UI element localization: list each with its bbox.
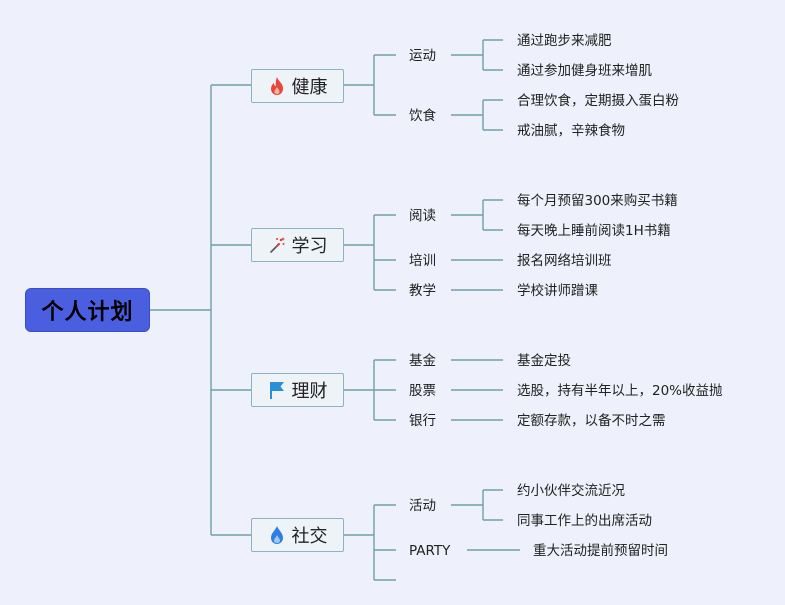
root-label: 个人计划	[41, 300, 134, 325]
leaf-node[interactable]: 约小伙伴交流近况	[517, 483, 625, 499]
leaf-node[interactable]: 基金定投	[517, 353, 571, 369]
leaf-node[interactable]: 定额存款，以备不时之需	[517, 413, 666, 429]
sub-topic-fund[interactable]: 基金	[409, 353, 436, 369]
sub-topic-activity[interactable]: 活动	[409, 498, 436, 514]
sub-topic-reading[interactable]: 阅读	[409, 208, 436, 224]
water-drop-icon	[268, 525, 286, 545]
sub-topic-bank[interactable]: 银行	[409, 413, 436, 429]
fire-icon	[268, 76, 286, 96]
leaf-node[interactable]: 通过参加健身班来增肌	[517, 63, 652, 79]
branch-label: 社交	[291, 526, 328, 547]
leaf-node[interactable]: 合理饮食，定期摄入蛋白粉	[517, 93, 679, 109]
branch-social[interactable]: 社交	[251, 518, 344, 552]
leaf-node[interactable]: 通过跑步来减肥	[517, 33, 612, 49]
root-node[interactable]: 个人计划	[25, 288, 150, 332]
sub-topic-exercise[interactable]: 运动	[409, 48, 436, 64]
branch-study[interactable]: 学习	[251, 228, 344, 262]
sub-topic-training[interactable]: 培训	[409, 253, 436, 269]
sub-topic-teaching[interactable]: 教学	[409, 283, 436, 299]
leaf-node[interactable]: 每个月预留300来购买书籍	[517, 193, 678, 209]
magic-wand-icon	[268, 235, 286, 255]
leaf-node[interactable]: 重大活动提前预留时间	[533, 543, 668, 559]
branch-label: 学习	[291, 236, 328, 257]
branch-health[interactable]: 健康	[251, 69, 344, 103]
sub-topic-stock[interactable]: 股票	[409, 383, 436, 399]
leaf-node[interactable]: 戒油腻，辛辣食物	[517, 123, 625, 139]
flag-icon	[268, 380, 286, 400]
leaf-node[interactable]: 每天晚上睡前阅读1H书籍	[517, 223, 671, 239]
branch-label: 理财	[291, 381, 328, 402]
branch-finance[interactable]: 理财	[251, 373, 344, 407]
branch-label: 健康	[291, 77, 328, 98]
sub-topic-diet[interactable]: 饮食	[409, 108, 436, 124]
leaf-node[interactable]: 报名网络培训班	[517, 253, 612, 269]
leaf-node[interactable]: 学校讲师蹭课	[517, 283, 598, 299]
leaf-node[interactable]: 选股，持有半年以上，20%收益抛	[517, 383, 723, 399]
sub-topic-party[interactable]: PARTY	[409, 543, 451, 559]
leaf-node[interactable]: 同事工作上的出席活动	[517, 513, 652, 529]
